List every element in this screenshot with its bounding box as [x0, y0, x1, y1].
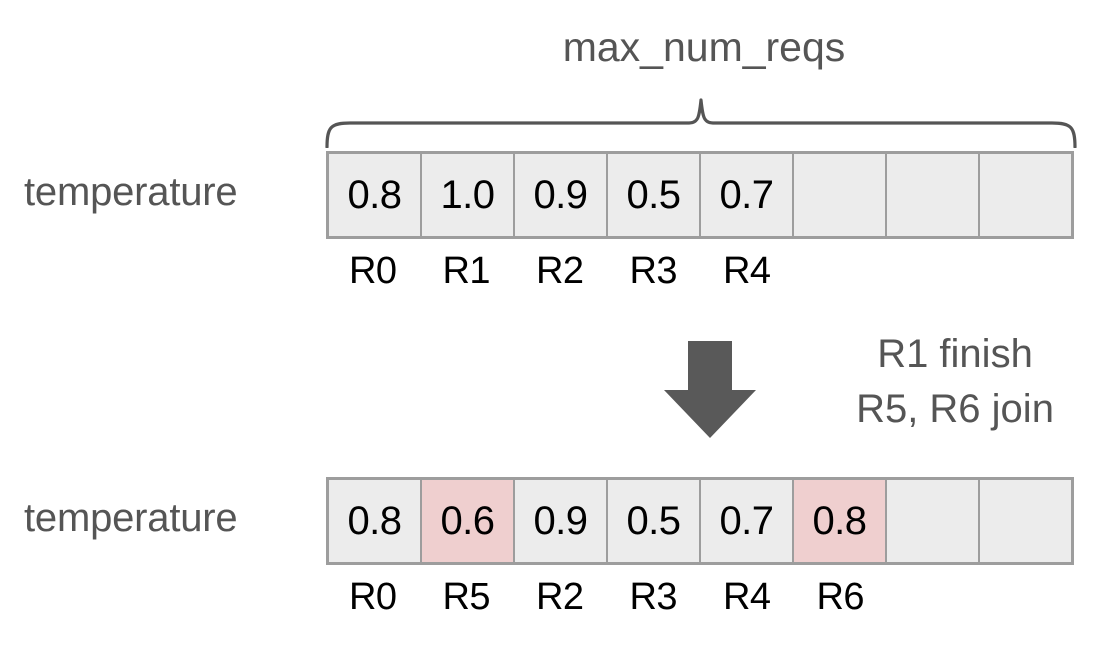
slot-value: 0.9 [533, 499, 588, 543]
request-id-label [887, 578, 981, 624]
request-id-label: R0 [348, 576, 397, 618]
transition-note-line-2: R5, R6 join [856, 387, 1054, 431]
transition-note-line-1: R1 finish [877, 332, 1033, 376]
slot-value: 0.5 [626, 499, 681, 543]
request-id-label: R6 [816, 576, 865, 618]
bottom-row-label: temperature [24, 496, 238, 540]
slot-cell-empty[interactable] [887, 154, 980, 236]
request-id-label: R3 [629, 576, 678, 618]
slot-cell[interactable]: 0.7 [701, 480, 794, 562]
slot-value: 0.8 [812, 499, 867, 543]
slot-cell-empty[interactable] [794, 154, 887, 236]
slot-cell[interactable]: 0.9 [515, 154, 608, 236]
slot-value: 0.7 [719, 499, 774, 543]
slot-cell[interactable]: 0.8 [329, 480, 422, 562]
transition-note: R1 finish R5, R6 join [800, 327, 1110, 437]
slot-cell-highlighted[interactable]: 0.8 [794, 480, 887, 562]
down-arrow-icon [664, 341, 756, 438]
request-id-label: R1 [442, 250, 491, 292]
bottom-slot-table: 0.8 0.6 0.9 0.5 0.7 0.8 [326, 477, 1074, 565]
transition-arrow [662, 341, 758, 439]
slot-cell-empty[interactable] [980, 154, 1071, 236]
slot-cell[interactable]: 0.5 [608, 154, 701, 236]
slot-value: 0.5 [626, 173, 681, 217]
max-num-reqs-label: max_num_reqs [562, 24, 846, 70]
request-id-label: R4 [722, 576, 771, 618]
request-id-label: R2 [535, 576, 584, 618]
slot-value: 1.0 [440, 173, 495, 217]
request-id-label [887, 252, 981, 298]
slot-value: 0.9 [533, 173, 588, 217]
top-slot-table: 0.8 1.0 0.9 0.5 0.7 [326, 151, 1074, 239]
slot-cell-empty[interactable] [980, 480, 1071, 562]
slot-value: 0.8 [347, 173, 402, 217]
slot-value: 0.8 [347, 499, 402, 543]
slot-cell[interactable]: 0.9 [515, 480, 608, 562]
top-row-label: temperature [24, 170, 238, 214]
bottom-request-id-row: R0 R5 R2 R3 R4 R6 [326, 578, 1074, 624]
slot-cell[interactable]: 0.8 [329, 154, 422, 236]
request-id-label [981, 578, 1075, 624]
request-id-label: R2 [535, 250, 584, 292]
slot-cell-empty[interactable] [887, 480, 980, 562]
slot-value: 0.6 [440, 499, 495, 543]
request-id-label: R4 [722, 250, 771, 292]
slot-cell-highlighted[interactable]: 0.6 [422, 480, 515, 562]
slot-cell[interactable]: 1.0 [422, 154, 515, 236]
request-id-label: R0 [348, 250, 397, 292]
request-id-label: R3 [629, 250, 678, 292]
request-id-label [794, 252, 888, 298]
slot-cell[interactable]: 0.5 [608, 480, 701, 562]
request-id-label: R5 [442, 576, 491, 618]
top-request-id-row: R0 R1 R2 R3 R4 [326, 252, 1074, 298]
slot-cell[interactable]: 0.7 [701, 154, 794, 236]
brace-icon [325, 98, 1077, 149]
slot-value: 0.7 [719, 173, 774, 217]
max-num-reqs-brace [322, 96, 1080, 149]
request-id-label [981, 252, 1075, 298]
